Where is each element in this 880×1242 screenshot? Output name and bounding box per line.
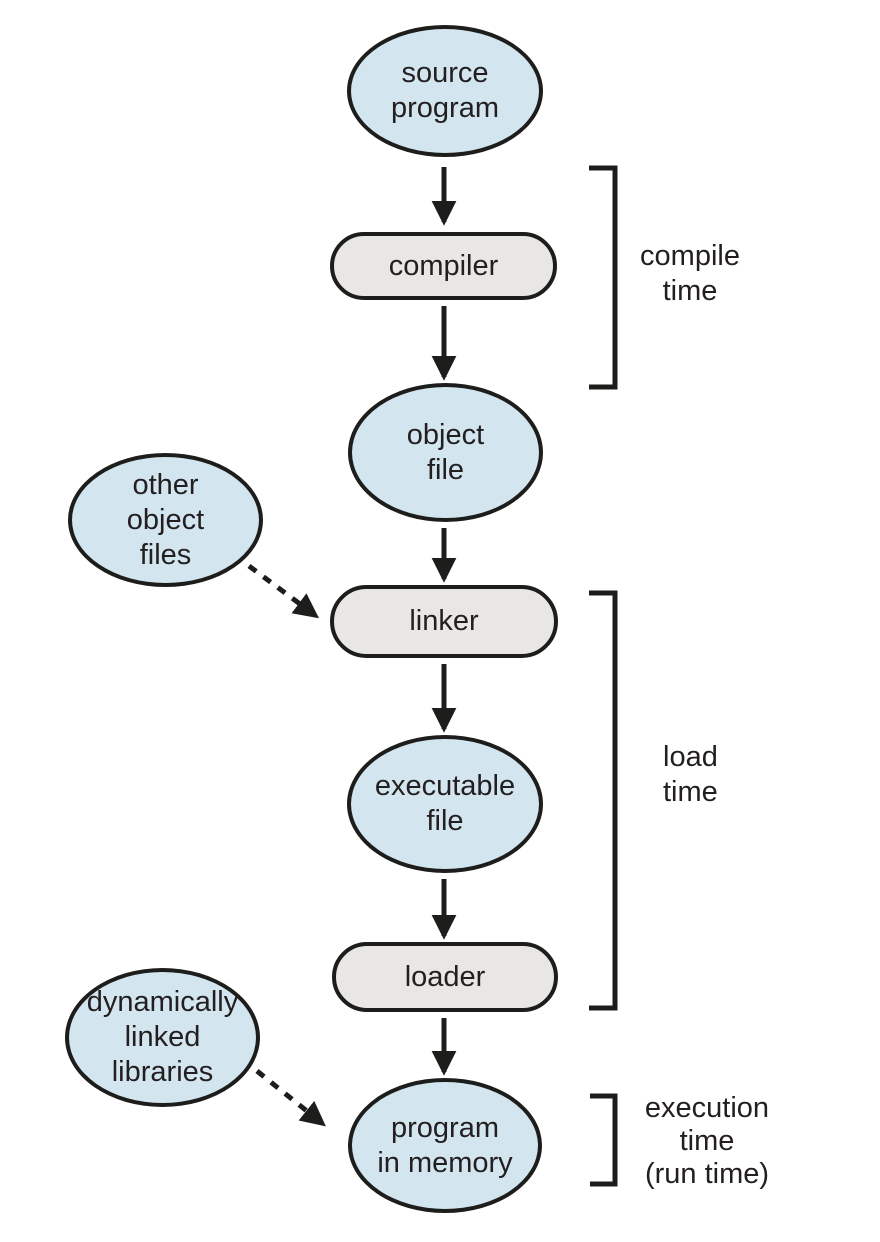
node-label-line: file bbox=[426, 805, 464, 837]
stage-label-line: execution bbox=[644, 1092, 770, 1124]
stage-label-line: time bbox=[663, 776, 718, 808]
node-loader: loader bbox=[332, 942, 558, 1012]
node-label-line: file bbox=[426, 453, 465, 486]
node-label-line: in memory bbox=[377, 1146, 513, 1179]
node-label-line: executable bbox=[374, 770, 516, 802]
node-label-line: source bbox=[401, 57, 489, 89]
bracket-execution-time bbox=[590, 1093, 618, 1187]
dashed-arrow-dynamically-linked-libraries-to-program-in-memory bbox=[255, 1069, 326, 1127]
node-program-in-memory: program in memory bbox=[348, 1078, 542, 1213]
node-label-line: compiler bbox=[388, 249, 499, 282]
node-label-line: dynamically bbox=[86, 986, 239, 1018]
node-label-line: program bbox=[391, 92, 499, 124]
stage-label-line: compile bbox=[640, 240, 740, 272]
stage-label-execution-time: execution time (run time) bbox=[627, 1092, 787, 1191]
node-compiler: compiler bbox=[330, 232, 557, 300]
node-label-line: other bbox=[132, 468, 199, 501]
node-label-line: program bbox=[391, 1111, 499, 1144]
stage-label-load-time: load time bbox=[663, 740, 718, 810]
bracket-load-time bbox=[589, 590, 618, 1011]
node-label-line: object bbox=[126, 503, 205, 536]
node-object-file: object file bbox=[348, 383, 543, 522]
stage-label-line: load bbox=[663, 741, 718, 773]
node-label-line: libraries bbox=[111, 1056, 214, 1088]
node-label-line: files bbox=[139, 538, 192, 571]
stage-label-line: time bbox=[679, 1125, 735, 1157]
bracket-compile-time bbox=[589, 165, 618, 390]
node-label-line: linked bbox=[124, 1021, 201, 1053]
node-dynamically-linked-libraries: dynamically linked libraries bbox=[65, 968, 260, 1107]
node-label-line: linker bbox=[409, 605, 479, 637]
stage-label-line: time bbox=[662, 275, 718, 307]
node-other-object-files: other object files bbox=[68, 453, 263, 587]
node-linker: linker bbox=[330, 585, 558, 658]
node-source-program: source program bbox=[347, 25, 543, 157]
stage-label-compile-time: compile time bbox=[615, 239, 765, 309]
dashed-arrow-other-object-files-to-linker bbox=[247, 563, 320, 619]
stage-label-line: (run time) bbox=[644, 1158, 770, 1190]
node-label-line: object bbox=[406, 418, 485, 451]
node-executable-file: executable file bbox=[347, 735, 543, 873]
node-label-line: loader bbox=[404, 960, 486, 993]
